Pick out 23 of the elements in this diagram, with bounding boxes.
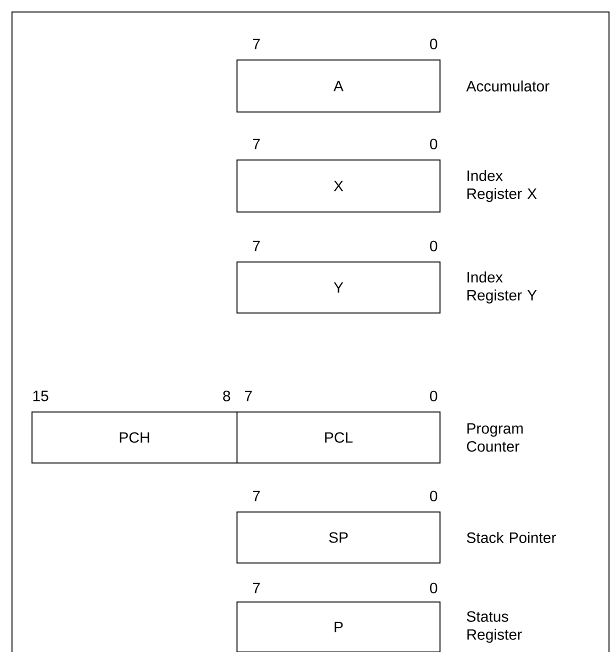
register-box: PCH <box>32 412 238 464</box>
bit-number: 0 <box>430 138 438 150</box>
bit-number: 7 <box>252 240 260 252</box>
register-name: Status Register <box>466 611 522 643</box>
register-box: Y <box>236 262 440 314</box>
register-box: A <box>236 60 440 112</box>
register-box: SP <box>236 512 440 564</box>
register-box: PCL <box>236 412 440 464</box>
register-name: Accumulator <box>466 80 550 92</box>
bit-number: 0 <box>430 240 438 252</box>
bit-number: 7 <box>244 390 252 402</box>
bit-number: 0 <box>430 490 438 502</box>
register-name: Program Counter <box>466 423 523 452</box>
bit-number: 8 <box>223 390 230 402</box>
register-box: P <box>236 602 440 652</box>
bit-number: 7 <box>252 582 260 594</box>
register-box: X <box>236 160 440 212</box>
bit-number: 0 <box>430 582 438 594</box>
bit-number: 7 <box>252 490 260 502</box>
bit-number: 7 <box>252 138 260 150</box>
register-name: Stack Pointer <box>466 532 556 543</box>
register-name: Index Register X <box>467 170 537 202</box>
register-name: Index Register Y <box>467 272 537 304</box>
